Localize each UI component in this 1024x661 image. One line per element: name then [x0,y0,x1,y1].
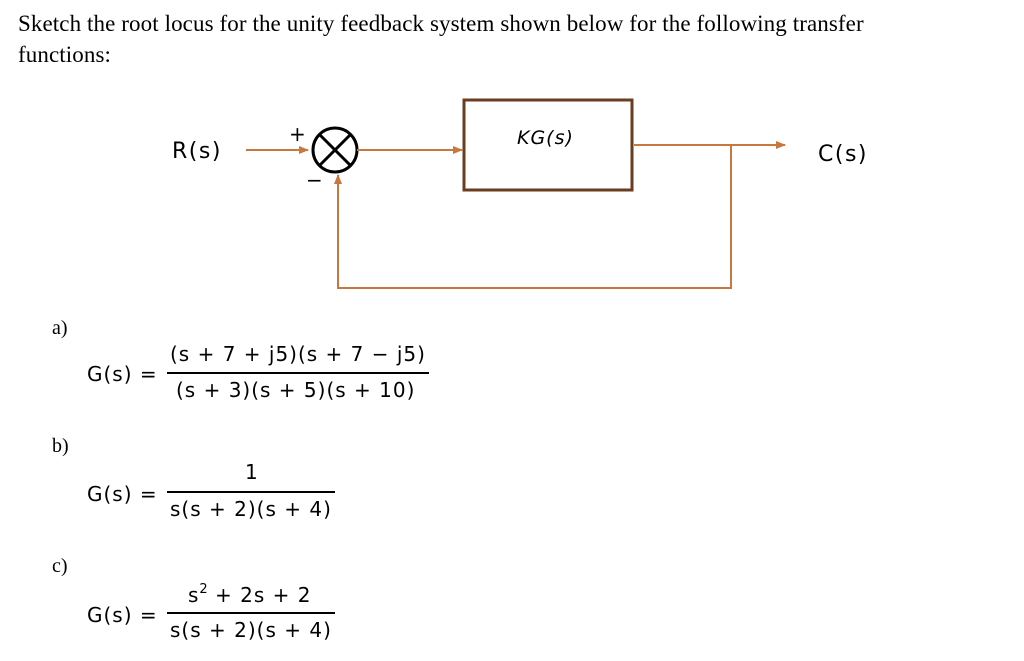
part-a-label: a) [52,317,68,339]
problem-statement-line-1: Sketch the root locus for the unity feed… [18,11,864,36]
part-a-numerator: (s + 7 + j5)(s + 7 − j5) [170,342,426,366]
minus-sign: − [306,168,323,192]
part-c-lhs: G(s) = [87,603,158,627]
part-c-label: c) [52,555,68,577]
feedback-path [334,145,732,289]
problem-statement-line-2: functions: [18,42,111,67]
input-label: R(s) [172,139,222,164]
part-b-lhs: G(s) = [87,482,158,506]
output-label: C(s) [818,142,868,167]
part-c-numerator-base: s [188,583,200,607]
part-c-numerator-exponent: 2 [199,582,208,597]
part-c-denominator: s(s + 2)(s + 4) [170,618,332,642]
plant-block [462,98,634,192]
part-b-fraction-bar [167,491,335,493]
part-c-numerator: s2 + 2s + 2 [188,582,312,607]
part-c-fraction-bar [167,612,335,614]
part-a-lhs: G(s) = [87,362,158,386]
part-b-denominator: s(s + 2)(s + 4) [170,497,332,521]
part-b-numerator: 1 [245,460,259,484]
part-a-fraction-bar [167,372,429,374]
block-label: KG(s) [517,127,574,149]
part-b-label: b) [52,435,69,457]
plus-sign: + [289,122,306,146]
part-c-numerator-rest: + 2s + 2 [207,583,312,607]
summing-junction [311,126,359,174]
problem-statement: Sketch the root locus for the unity feed… [18,8,1008,70]
part-a-denominator: (s + 3)(s + 5)(s + 10) [176,378,416,402]
